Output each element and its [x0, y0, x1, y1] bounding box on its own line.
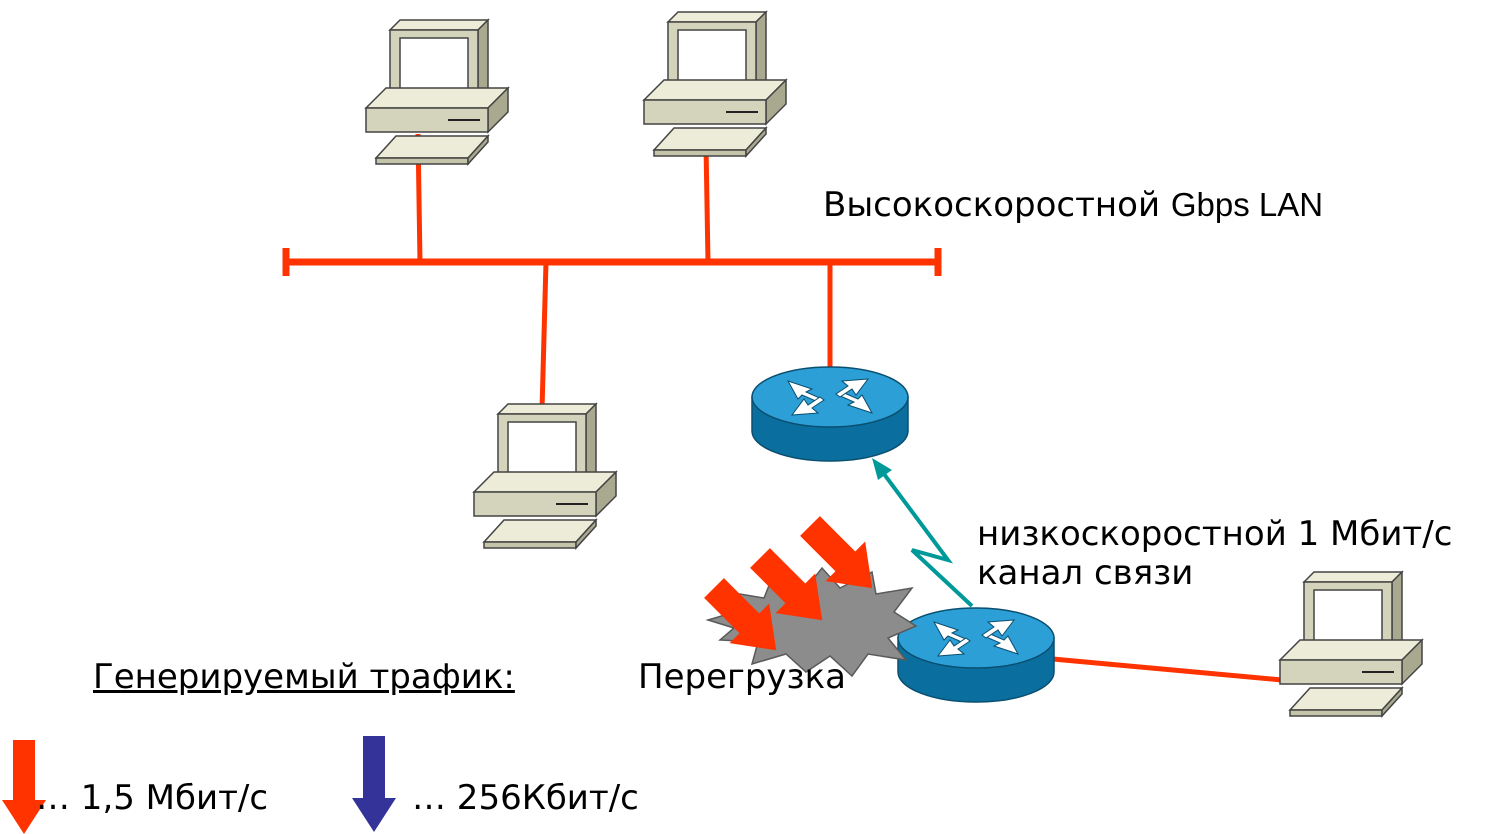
router-icon [751, 366, 909, 462]
computer-icon [1279, 571, 1423, 717]
slow-link-label-line2: канал связи [977, 553, 1194, 594]
congestion-label: Перегрузка [638, 657, 847, 697]
router-icon [897, 607, 1055, 703]
slow-link-label-line1: низкоскоростной 1 Мбит/с [977, 514, 1453, 554]
wan-link [872, 458, 974, 608]
traffic-arrows [704, 516, 873, 651]
computer-icon [473, 403, 617, 549]
computer-icon [643, 11, 787, 157]
legend-item-red-text: … 1,5 Мбит/с [36, 778, 269, 818]
lan-label: Высокоскоростной Gbps LAN [823, 185, 1324, 225]
slow-link-label: низкоскоростной 1 Мбит/с канал связи [977, 514, 1453, 594]
red-down-arrow-icon [2, 740, 46, 834]
computer-icon [365, 19, 509, 165]
legend-item-blue-text: … 256Кбит/с [412, 778, 639, 818]
lan-bus [282, 248, 942, 276]
traffic-heading: Генерируемый трафик: [93, 657, 515, 697]
blue-down-arrow-icon [352, 736, 396, 832]
